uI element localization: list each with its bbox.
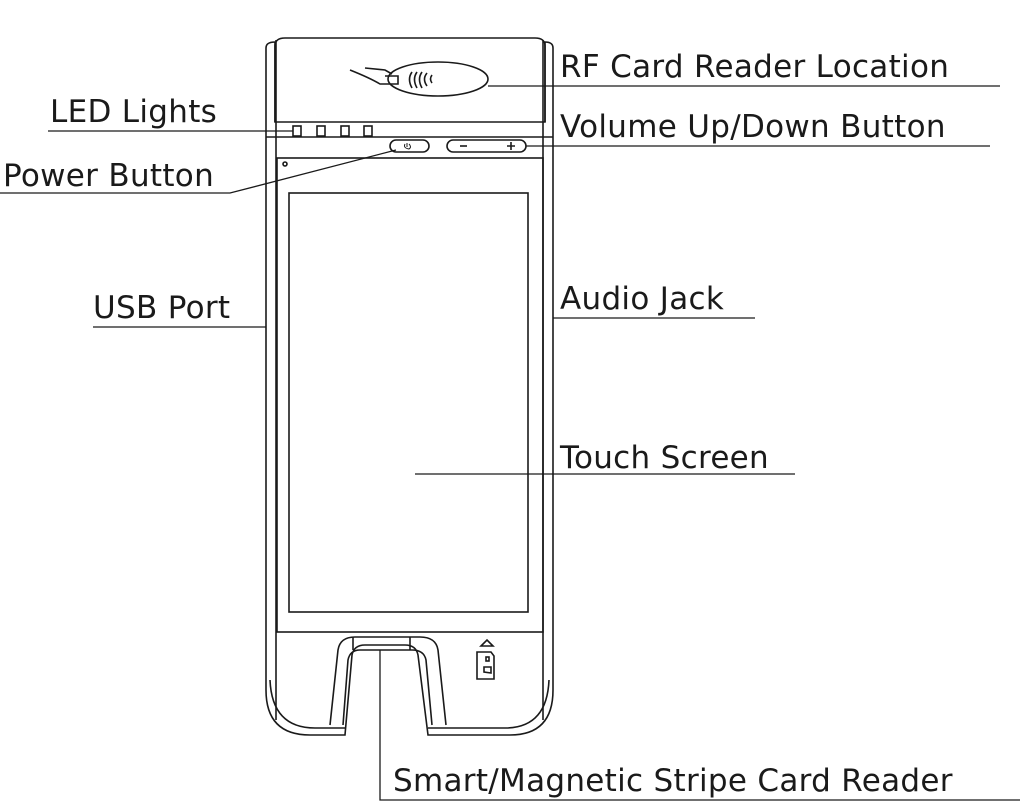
rf-reader-logo bbox=[349, 61, 489, 97]
touch-screen[interactable] bbox=[288, 192, 529, 613]
card-slot bbox=[329, 636, 447, 726]
plus-icon bbox=[507, 142, 515, 150]
power-button[interactable] bbox=[389, 139, 430, 153]
power-icon bbox=[404, 143, 411, 150]
chip-card-icon bbox=[476, 638, 495, 680]
led-lights bbox=[292, 125, 373, 137]
label-power-button: Power Button bbox=[3, 158, 215, 194]
label-audio-jack: Audio Jack bbox=[560, 281, 725, 317]
label-usb-port: USB Port bbox=[93, 290, 231, 326]
label-rf-card-reader: RF Card Reader Location bbox=[560, 49, 950, 85]
label-card-reader: Smart/Magnetic Stripe Card Reader bbox=[393, 763, 953, 799]
camera-dot bbox=[282, 161, 288, 167]
label-volume-button: Volume Up/Down Button bbox=[560, 109, 946, 145]
label-led-lights: LED Lights bbox=[50, 94, 218, 130]
label-touch-screen: Touch Screen bbox=[560, 440, 770, 476]
device-body bbox=[265, 37, 554, 736]
leader-lines bbox=[0, 85, 1020, 801]
screen-bezel bbox=[276, 157, 544, 633]
